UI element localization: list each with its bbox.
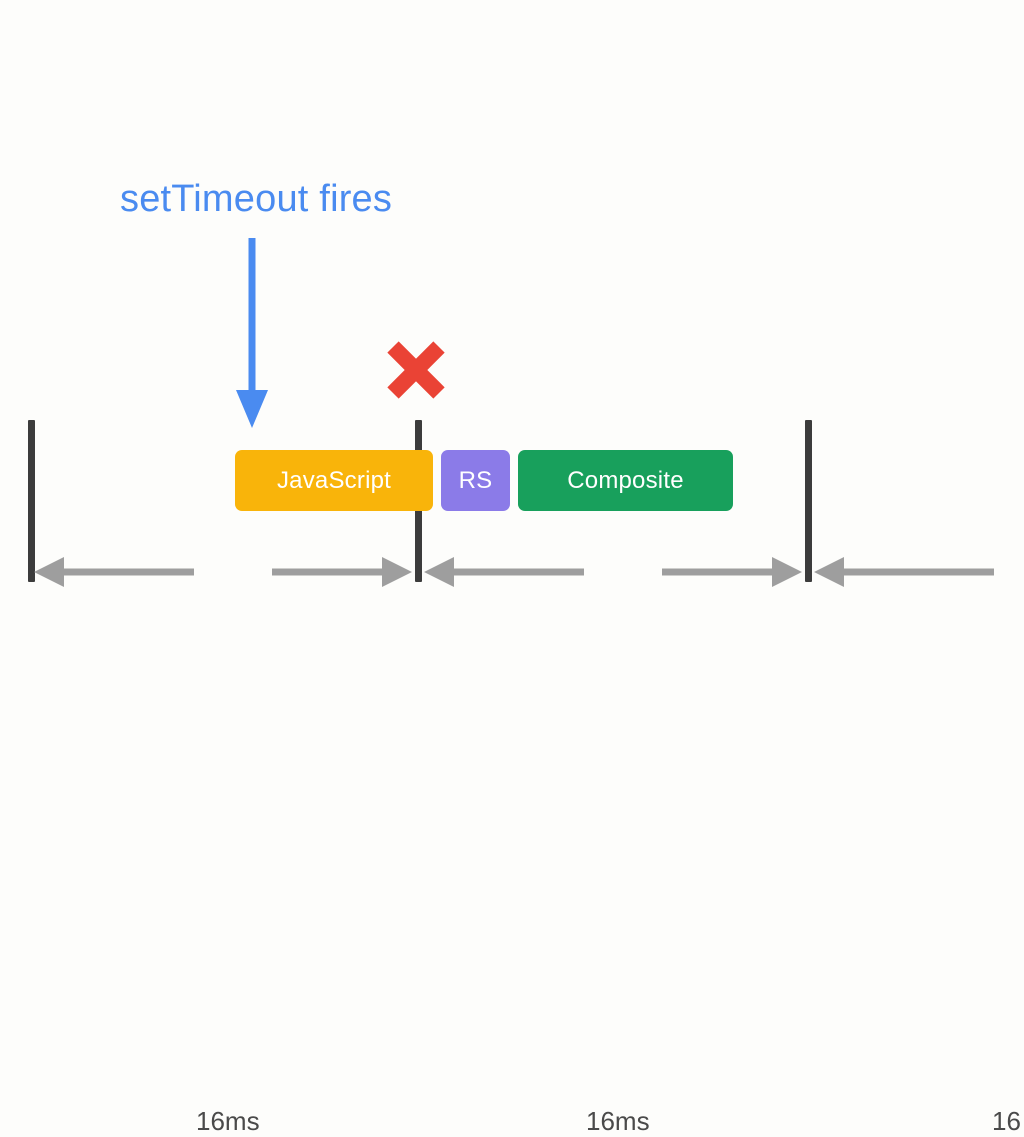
settimeout-annotation-label: setTimeout fires [120, 178, 393, 220]
task-bar-javascript-label: JavaScript [276, 466, 392, 494]
frame-interval-label-2: 16ms [586, 1106, 650, 1136]
task-bar-composite[interactable]: Composite [518, 450, 733, 511]
frame-duration-measurements: 16ms 16ms 16 [0, 551, 1024, 1136]
timeline-diagram: setTimeout fires JavaScript RS Composite [0, 178, 1024, 1136]
task-bar-rs[interactable]: RS [441, 450, 510, 511]
frame-interval-arrow-1 [34, 551, 412, 595]
frame-boundary-tick-3 [805, 420, 812, 582]
frame-interval-label-1: 16ms [196, 1106, 260, 1136]
task-bar-javascript[interactable]: JavaScript [235, 450, 433, 511]
frame-interval-arrow-3 [814, 551, 1024, 595]
task-bar-rs-label: RS [458, 466, 493, 494]
frame-boundary-tick-1 [28, 420, 35, 582]
missed-frame-x-icon [384, 339, 448, 401]
frame-interval-label-3: 16 [992, 1106, 1021, 1136]
down-arrow-icon [233, 238, 271, 430]
frame-interval-arrow-2 [424, 551, 802, 595]
task-bar-composite-label: Composite [567, 466, 684, 494]
